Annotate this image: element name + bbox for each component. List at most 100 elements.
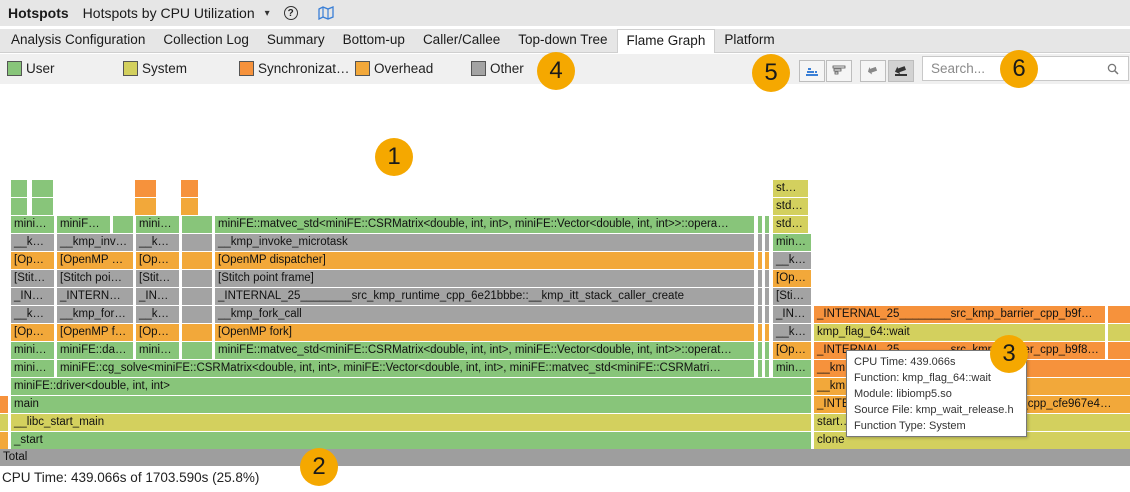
- tab-flame-graph[interactable]: Flame Graph: [616, 29, 716, 53]
- icicle-view-button[interactable]: [826, 60, 852, 82]
- flame-frame[interactable]: _INTERNAL_25________src_kmp_runtime_cpp_…: [215, 288, 754, 305]
- flame-frame[interactable]: mini…: [11, 216, 54, 233]
- flame-frame[interactable]: _INTERNAL_25________src_kmp_barrier_cpp_…: [814, 306, 1105, 323]
- flame-frame[interactable]: [11, 180, 27, 197]
- flame-frame[interactable]: mini…: [136, 216, 179, 233]
- flame-frame[interactable]: [32, 198, 53, 215]
- flame-frame[interactable]: __libc_start_main: [11, 414, 811, 431]
- flame-frame[interactable]: kmp_flag_64::wait: [814, 324, 1105, 341]
- legend-overhead[interactable]: Overhead: [355, 61, 433, 76]
- flame-frame[interactable]: [181, 180, 198, 197]
- flame-frame[interactable]: [765, 324, 769, 341]
- flame-frame[interactable]: std…: [773, 216, 808, 233]
- flame-frame[interactable]: [765, 360, 769, 377]
- flame-frame[interactable]: __k…: [773, 252, 811, 269]
- flame-frame[interactable]: [765, 288, 769, 305]
- flame-frame[interactable]: [182, 306, 212, 323]
- flame-frame[interactable]: mini…: [11, 360, 54, 377]
- zoom-out-button[interactable]: [860, 60, 886, 82]
- flame-frame[interactable]: [1108, 342, 1130, 359]
- flame-frame[interactable]: [182, 216, 212, 233]
- flame-frame[interactable]: [OpenMP dispatcher]: [215, 252, 754, 269]
- flame-frame[interactable]: st…: [773, 180, 808, 197]
- flame-frame[interactable]: _IN…: [773, 306, 811, 323]
- flame-frame[interactable]: [182, 270, 212, 287]
- tab-analysis-configuration[interactable]: Analysis Configuration: [11, 32, 146, 47]
- map-icon[interactable]: [318, 6, 334, 21]
- flame-frame[interactable]: __k…: [136, 234, 179, 251]
- analysis-type-selector[interactable]: Hotspots by CPU Utilization: [82, 5, 255, 21]
- flame-frame[interactable]: min…: [773, 360, 811, 377]
- flame-frame[interactable]: [0, 432, 8, 449]
- flame-frame[interactable]: _start: [11, 432, 811, 449]
- flame-frame[interactable]: til_cpp_cfe967e4…: [1010, 396, 1130, 413]
- flame-frame[interactable]: std…: [773, 198, 808, 215]
- flame-frame[interactable]: mini…: [136, 342, 179, 359]
- flame-frame[interactable]: [765, 342, 769, 359]
- flame-frame[interactable]: [Op…: [136, 252, 179, 269]
- flame-frame[interactable]: [765, 252, 769, 269]
- flame-frame[interactable]: __kmp_invoke_microtask: [215, 234, 754, 251]
- help-icon[interactable]: ?: [283, 6, 298, 20]
- flame-graph-view-button[interactable]: [799, 60, 825, 82]
- flame-frame[interactable]: [758, 306, 762, 323]
- flame-frame[interactable]: [765, 270, 769, 287]
- flame-frame[interactable]: [Op…: [773, 342, 811, 359]
- legend-other[interactable]: Other: [471, 61, 524, 76]
- flame-frame[interactable]: [Stit…: [11, 270, 54, 287]
- flame-frame[interactable]: [758, 234, 762, 251]
- flame-frame[interactable]: [182, 252, 212, 269]
- flame-frame[interactable]: [758, 288, 762, 305]
- flame-frame[interactable]: miniFE::matvec_std<miniFE::CSRMatrix<dou…: [215, 342, 754, 359]
- flame-frame[interactable]: min…: [773, 234, 811, 251]
- tab-summary[interactable]: Summary: [266, 32, 325, 47]
- flame-frame[interactable]: [OpenMP …: [57, 252, 133, 269]
- flame-frame[interactable]: [Op…: [136, 324, 179, 341]
- flame-frame[interactable]: [OpenMP f…: [57, 324, 133, 341]
- flame-frame[interactable]: [11, 198, 27, 215]
- flame-frame[interactable]: __kmp_fork_call: [215, 306, 754, 323]
- tab-platform[interactable]: Platform: [724, 32, 775, 47]
- reset-zoom-button[interactable]: [888, 60, 914, 82]
- flame-frame[interactable]: miniFE::da…: [57, 342, 133, 359]
- flame-frame[interactable]: [758, 324, 762, 341]
- flame-frame[interactable]: __k…: [11, 234, 54, 251]
- flame-total-frame[interactable]: Total: [0, 449, 1130, 466]
- flame-frame[interactable]: [Sti…: [773, 288, 811, 305]
- flame-frame[interactable]: main: [11, 396, 811, 413]
- flame-frame[interactable]: [758, 360, 762, 377]
- flame-frame[interactable]: [113, 216, 133, 233]
- flame-frame[interactable]: [765, 216, 769, 233]
- flame-frame[interactable]: [Stitch point frame]: [215, 270, 754, 287]
- flame-frame[interactable]: miniFE::driver<double, int, int>: [11, 378, 811, 395]
- flame-frame[interactable]: [181, 198, 198, 215]
- flame-frame[interactable]: [182, 234, 212, 251]
- flame-frame[interactable]: [182, 324, 212, 341]
- flame-frame[interactable]: [135, 180, 156, 197]
- flame-frame[interactable]: [765, 306, 769, 323]
- flame-frame[interactable]: [758, 270, 762, 287]
- tab-bottom-up[interactable]: Bottom-up: [342, 32, 405, 47]
- flame-frame[interactable]: _INTERN…: [57, 288, 133, 305]
- flame-frame[interactable]: [182, 342, 212, 359]
- flame-frame[interactable]: [Op…: [11, 252, 54, 269]
- flame-frame[interactable]: [758, 216, 762, 233]
- flame-frame[interactable]: [32, 180, 53, 197]
- flame-frame[interactable]: [Op…: [11, 324, 54, 341]
- flame-frame[interactable]: __k…: [773, 324, 811, 341]
- legend-synchronization[interactable]: Synchronizat…: [239, 61, 350, 76]
- flame-frame[interactable]: _IN…: [11, 288, 54, 305]
- tab-collection-log[interactable]: Collection Log: [163, 32, 249, 47]
- flame-frame[interactable]: [1108, 324, 1130, 341]
- tab-top-down-tree[interactable]: Top-down Tree: [518, 32, 608, 47]
- flame-frame[interactable]: __k…: [11, 306, 54, 323]
- flame-frame[interactable]: __kmp_inv…: [57, 234, 133, 251]
- flame-frame[interactable]: mini…: [11, 342, 54, 359]
- flame-frame[interactable]: [Stit…: [136, 270, 179, 287]
- flame-frame[interactable]: __kmp_for…: [57, 306, 133, 323]
- flame-frame[interactable]: miniF…: [57, 216, 110, 233]
- flame-frame[interactable]: [135, 198, 156, 215]
- flame-frame[interactable]: _IN…: [136, 288, 179, 305]
- chevron-down-icon[interactable]: ▾: [264, 7, 270, 19]
- flame-frame[interactable]: miniFE::cg_solve<miniFE::CSRMatrix<doubl…: [57, 360, 754, 377]
